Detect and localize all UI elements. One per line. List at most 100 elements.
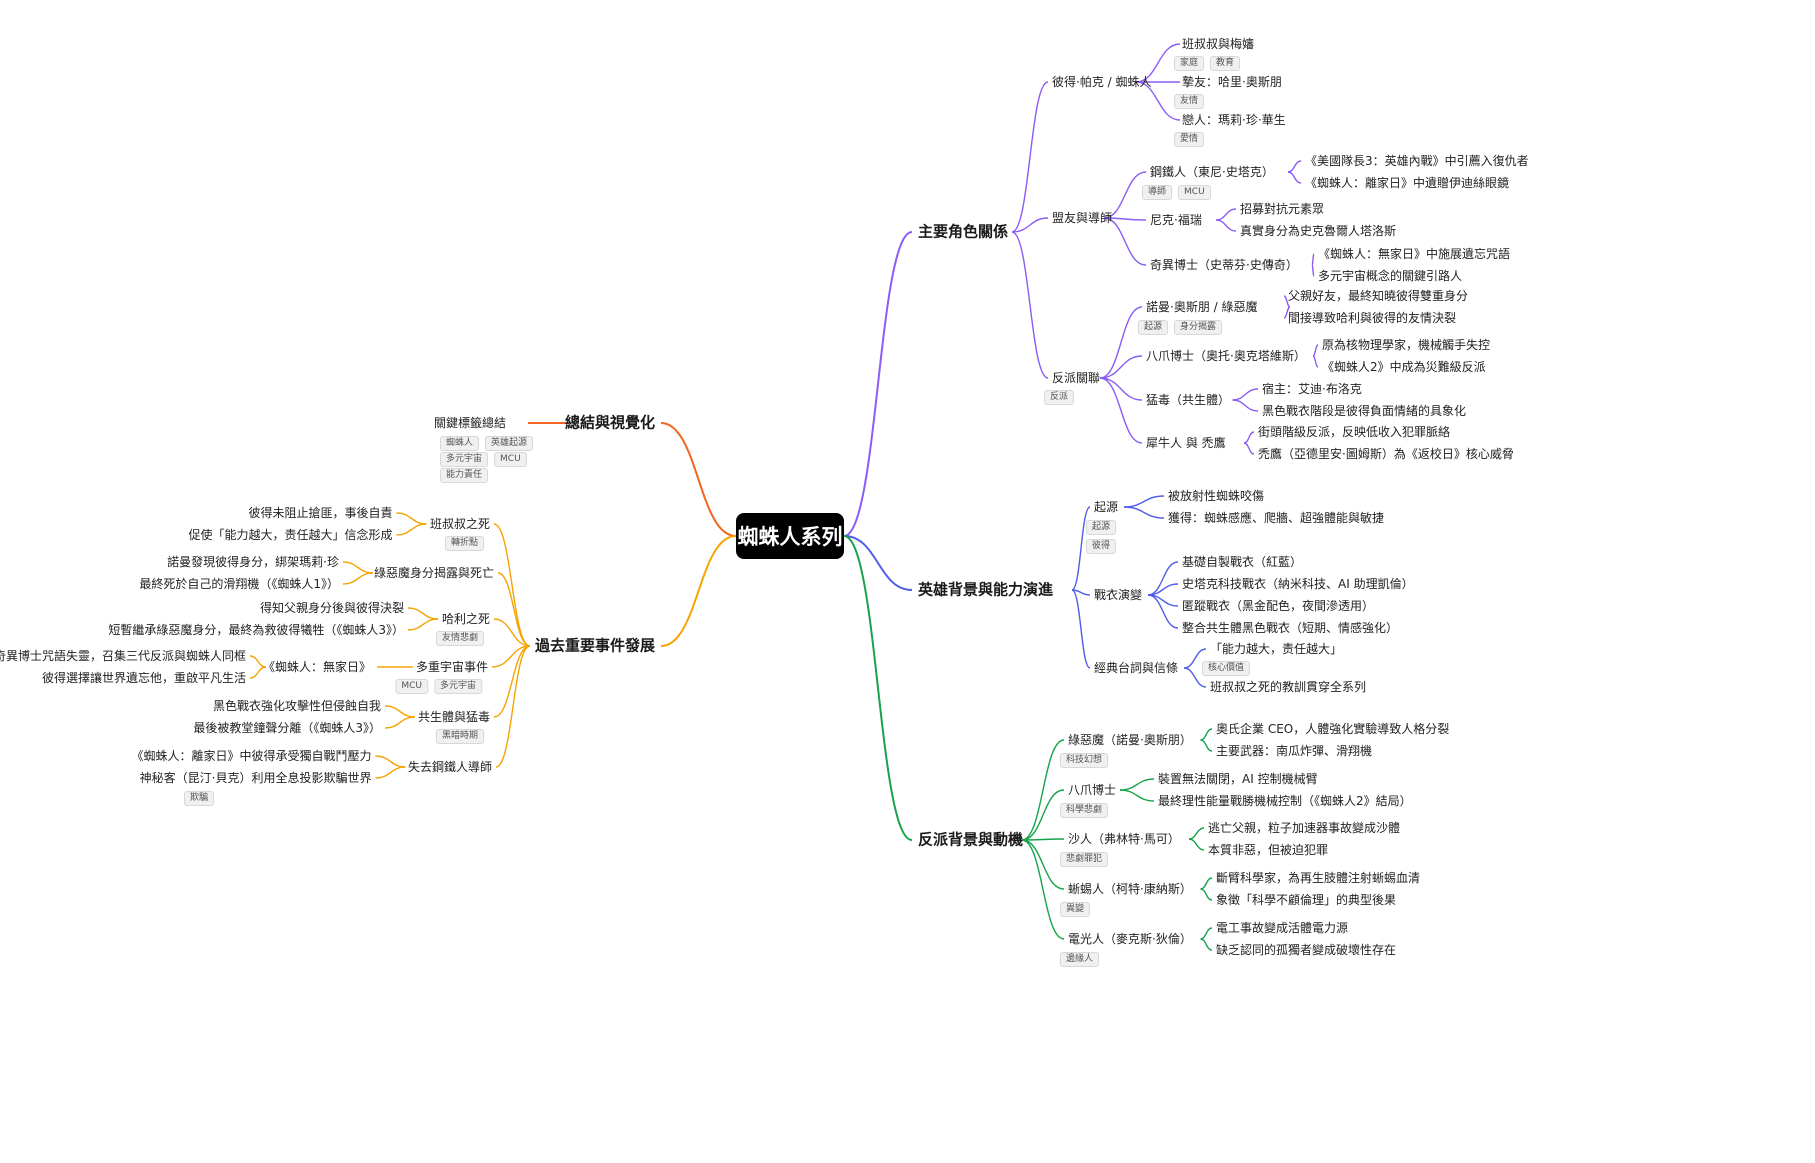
event-detail-3-1[interactable]: 彼得選擇讓世界遺忘他，重啟平凡生活 (41, 671, 246, 685)
tag-label[interactable]: MCU (1178, 185, 1211, 200)
tag-label[interactable]: 轉折點 (444, 536, 484, 551)
topic-0[interactable]: 彼得·帕克 / 蜘蛛人 (1052, 75, 1152, 89)
branch-summary[interactable]: 總結與視覺化 (564, 413, 655, 432)
tag-label[interactable]: 起源 (1086, 520, 1117, 535)
hero-leaf-1-0[interactable]: 基礎自製戰衣（紅藍） (1182, 555, 1303, 569)
villain-link-0[interactable]: 諾曼·奧斯朋 / 綠惡魔 (1146, 300, 1258, 314)
villain-detail2-3-1[interactable]: 象徵「科學不顧倫理」的典型後果 (1216, 893, 1397, 907)
ally-detail-2-1[interactable]: 多元宇宙概念的關鍵引路人 (1318, 269, 1463, 283)
tag-label[interactable]: 多元宇宙 (433, 679, 482, 694)
villain-detail2-0-0[interactable]: 奧氏企業 CEO，人體強化實驗導致人格分裂 (1216, 722, 1450, 736)
villain-detail2-3-0[interactable]: 斷臂科學家，為再生肢體注射蜥蜴血清 (1216, 871, 1421, 885)
tag-label[interactable]: 核心價值 (1202, 661, 1251, 676)
villain-topic-4[interactable]: 電光人（麥克斯·狄倫） (1068, 932, 1192, 946)
leaf-peter-2[interactable]: 戀人：瑪莉·珍·華生 (1182, 113, 1286, 127)
hero-leaf-1-1[interactable]: 史塔克科技戰衣（納米科技、AI 助理凱倫） (1182, 577, 1414, 591)
tag-label[interactable]: 欺騙 (184, 791, 215, 806)
branch-events[interactable]: 過去重要事件發展 (534, 636, 655, 655)
tag-label[interactable]: MCU (395, 679, 428, 694)
villain-topic-0[interactable]: 綠惡魔（諾曼·奧斯朋） (1068, 733, 1192, 747)
event-detail-1-1[interactable]: 最終死於自己的滑翔機（《蜘蛛人1》） (139, 577, 339, 591)
villain-link-3[interactable]: 犀牛人 與 禿鷹 (1146, 436, 1226, 450)
tag-label[interactable]: 蜘蛛人 (440, 436, 480, 451)
event-detail-3-0[interactable]: 奇異博士咒語失靈，召集三代反派與蜘蛛人同框 (0, 649, 246, 663)
tag-label[interactable]: 悲劇罪犯 (1060, 852, 1109, 867)
ally-0[interactable]: 鋼鐵人（東尼·史塔克） (1150, 165, 1274, 179)
event-0[interactable]: 班叔叔之死 (429, 517, 490, 531)
summary-keytags[interactable]: 關鍵標籤總結 (433, 416, 506, 430)
tag-label[interactable]: MCU (494, 452, 527, 467)
villain-detail2-0-1[interactable]: 主要武器：南瓜炸彈、滑翔機 (1216, 744, 1373, 758)
tag-label[interactable]: 英雄起源 (485, 436, 534, 451)
hero-leaf-1-2[interactable]: 匿蹤戰衣（黑金配色，夜間滲透用） (1182, 599, 1375, 613)
ally-detail-0-0[interactable]: 《美國隊長3：英雄內戰》中引薦入復仇者 (1305, 154, 1529, 168)
event-nowayhome[interactable]: 《蜘蛛人：無家日》 (262, 660, 371, 674)
hero-topic-0[interactable]: 起源 (1094, 500, 1119, 514)
villain-detail2-1-1[interactable]: 最終理性能量戰勝機械控制（《蜘蛛人2》結局） (1158, 794, 1412, 808)
tag-label[interactable]: 起源 (1138, 320, 1169, 335)
event-1[interactable]: 綠惡魔身分揭露與死亡 (373, 566, 494, 580)
topic-2[interactable]: 反派關聯 (1052, 371, 1101, 385)
hero-topic-1[interactable]: 戰衣演變 (1094, 588, 1143, 602)
branch-main-characters[interactable]: 主要角色關係 (918, 222, 1009, 241)
tag-label[interactable]: 邊緣人 (1060, 952, 1100, 967)
topic-1[interactable]: 盟友與導師 (1052, 211, 1113, 225)
ally-detail-2-0[interactable]: 《蜘蛛人：無家日》中施展遺忘咒語 (1318, 247, 1511, 261)
tag-label[interactable]: 反派 (1044, 390, 1075, 405)
villain-topic-1[interactable]: 八爪博士 (1068, 783, 1117, 797)
event-detail-4-0[interactable]: 黑色戰衣強化攻擊性但侵蝕自我 (212, 699, 381, 713)
hero-leaf-1-3[interactable]: 整合共生體黑色戰衣（短期、情感強化） (1182, 621, 1399, 635)
hero-leaf-2-1[interactable]: 班叔叔之死的教訓貫穿全系列 (1210, 680, 1367, 694)
villain-detail2-2-0[interactable]: 逃亡父親，粒子加速器事故變成沙體 (1208, 821, 1401, 835)
tag-label[interactable]: 科學悲劇 (1060, 803, 1109, 818)
event-detail-4-1[interactable]: 最後被教堂鐘聲分離（《蜘蛛人3》） (193, 721, 381, 735)
event-5[interactable]: 失去鋼鐵人導師 (407, 760, 492, 774)
villain-topic-2[interactable]: 沙人（弗林特·馬可） (1068, 832, 1180, 846)
villain-detail-2-0[interactable]: 宿主：艾迪·布洛克 (1262, 382, 1362, 396)
villain-topic-3[interactable]: 蜥蜴人（柯特·康納斯） (1068, 882, 1192, 896)
tag-label[interactable]: 友情 (1174, 94, 1205, 109)
hero-leaf-2-0[interactable]: 「能力越大，责任越大」 (1210, 642, 1343, 656)
event-detail-0-1[interactable]: 促使「能力越大，责任越大」信念形成 (188, 528, 393, 542)
ally-detail-1-0[interactable]: 招募對抗元素眾 (1240, 202, 1325, 216)
villain-detail2-1-0[interactable]: 裝置無法關閉，AI 控制機械臂 (1158, 772, 1318, 786)
leaf-peter-0[interactable]: 班叔叔與梅嬸 (1182, 37, 1255, 51)
event-3[interactable]: 多重宇宙事件 (415, 660, 488, 674)
ally-detail-0-1[interactable]: 《蜘蛛人：離家日》中遺贈伊迪絲眼鏡 (1305, 176, 1510, 190)
tag-label[interactable]: 友情悲劇 (435, 631, 484, 646)
event-detail-5-1[interactable]: 神秘客（昆汀·貝克）利用全息投影欺騙世界 (139, 771, 372, 785)
tag-label[interactable]: 身分揭露 (1174, 320, 1223, 335)
hero-leaf-0-1[interactable]: 獲得：蜘蛛感應、爬牆、超強體能與敏捷 (1168, 511, 1385, 525)
event-4[interactable]: 共生體與猛毒 (417, 710, 490, 724)
event-detail-2-0[interactable]: 得知父親身分後與彼得決裂 (259, 601, 404, 615)
villain-detail2-4-0[interactable]: 電工事故變成活體電力源 (1216, 921, 1349, 935)
tag-label[interactable]: 黑暗時期 (435, 729, 484, 744)
villain-detail-0-0[interactable]: 父親好友，最終知曉彼得雙重身分 (1288, 289, 1469, 303)
branch-hero-background[interactable]: 英雄背景與能力演進 (918, 580, 1054, 599)
villain-detail-1-0[interactable]: 原為核物理學家，機械觸手失控 (1322, 338, 1491, 352)
villain-detail-3-1[interactable]: 禿鷹（亞德里安·圖姆斯）為《返校日》核心威脅 (1258, 447, 1514, 461)
event-detail-0-0[interactable]: 彼得未阻止搶匪，事後自責 (248, 506, 393, 520)
tag-label[interactable]: 異變 (1060, 902, 1091, 917)
tag-label[interactable]: 科技幻想 (1060, 753, 1109, 768)
hero-topic-2[interactable]: 經典台詞與信條 (1094, 661, 1179, 675)
event-detail-5-0[interactable]: 《蜘蛛人：離家日》中彼得承受獨自戰鬥壓力 (131, 749, 372, 763)
root-topic[interactable]: 蜘蛛人系列 (736, 513, 844, 559)
villain-detail-1-1[interactable]: 《蜘蛛人2》中成為災難級反派 (1322, 360, 1486, 374)
villain-detail-0-1[interactable]: 間接導致哈利與彼得的友情決裂 (1288, 311, 1457, 325)
ally-detail-1-1[interactable]: 真實身分為史克魯爾人塔洛斯 (1240, 224, 1397, 238)
event-detail-2-1[interactable]: 短暫繼承綠惡魔身分，最終為救彼得犧牲（《蜘蛛人3》） (108, 623, 404, 637)
hero-leaf-0-0[interactable]: 被放射性蜘蛛咬傷 (1168, 489, 1265, 503)
tag-label[interactable]: 愛情 (1174, 132, 1205, 147)
tag-label[interactable]: 導師 (1142, 185, 1173, 200)
tag-label[interactable]: 教育 (1210, 56, 1241, 71)
event-2[interactable]: 哈利之死 (441, 612, 490, 626)
villain-detail-2-1[interactable]: 黑色戰衣階段是彼得負面情緒的具象化 (1262, 404, 1467, 418)
ally-1[interactable]: 尼克·福瑞 (1150, 213, 1202, 227)
tag-label[interactable]: 家庭 (1174, 56, 1205, 71)
event-detail-1-0[interactable]: 諾曼發現彼得身分，綁架瑪莉·珍 (167, 555, 339, 569)
branch-villain-background[interactable]: 反派背景與動機 (918, 830, 1024, 849)
ally-2[interactable]: 奇異博士（史蒂芬·史傳奇） (1150, 258, 1298, 272)
villain-detail2-4-1[interactable]: 缺乏認同的孤獨者變成破壞性存在 (1216, 943, 1397, 957)
tag-label[interactable]: 多元宇宙 (440, 452, 489, 467)
